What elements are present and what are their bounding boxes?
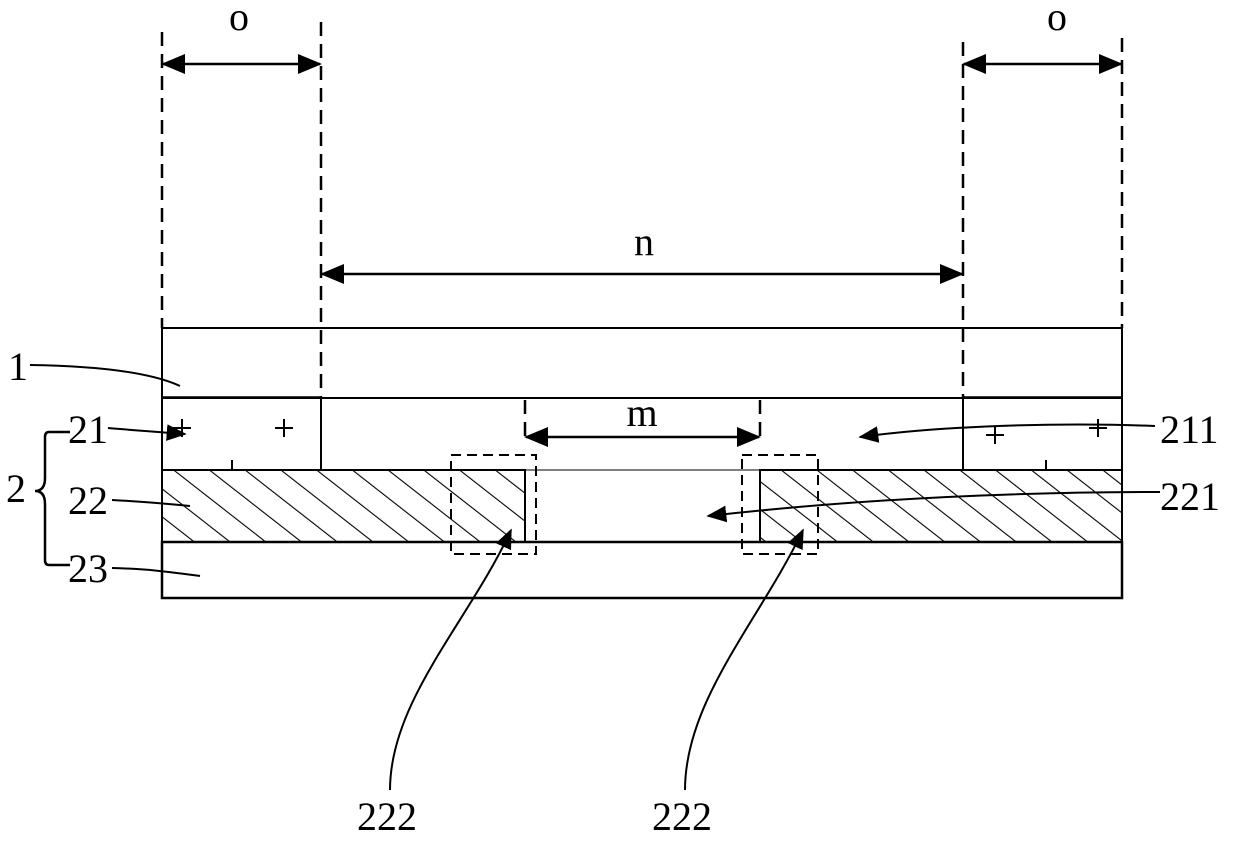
- layer-22-left-hatch: [162, 470, 525, 542]
- label-211: 211: [1160, 407, 1219, 452]
- leader-222-left: [390, 530, 511, 790]
- label-222-left: 222: [357, 794, 417, 839]
- leader-1: [30, 365, 180, 386]
- label-23: 23: [68, 546, 108, 591]
- label-22: 22: [68, 478, 108, 523]
- brace-2: [35, 432, 70, 565]
- leader-23: [112, 568, 200, 576]
- leader-222-right: [685, 530, 803, 790]
- layer-22: [162, 470, 1122, 542]
- label-1: 1: [8, 344, 28, 389]
- label-o-right: o: [1047, 0, 1067, 39]
- layer-1: [162, 328, 1122, 398]
- label-o-left: o: [229, 0, 249, 39]
- label-222-right: 222: [652, 794, 712, 839]
- layer-1-body: [162, 328, 1122, 398]
- label-221: 221: [1160, 474, 1220, 519]
- label-2: 2: [6, 466, 26, 511]
- layer-23: [162, 542, 1122, 598]
- layer-21-left-block: [162, 398, 321, 470]
- label-n: n: [634, 219, 654, 264]
- label-21: 21: [68, 407, 108, 452]
- label-m: m: [626, 390, 657, 435]
